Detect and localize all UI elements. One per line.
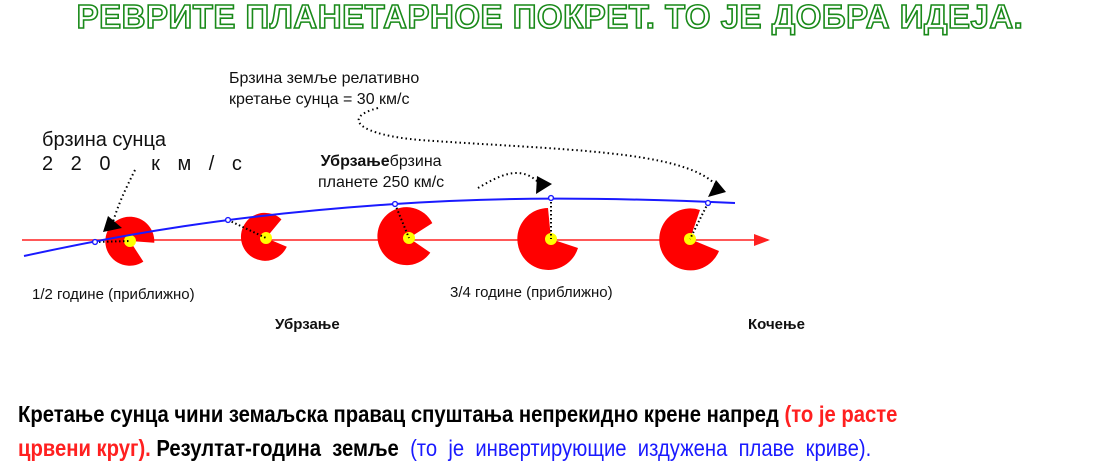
caption-line1-red: (то је расте xyxy=(784,401,898,427)
sun-speed-line-1: брзина сунца xyxy=(42,129,167,151)
sun-2 xyxy=(260,232,272,244)
earth-sun-connectors xyxy=(94,198,709,243)
earth-speed-line-2: кретање сунца = 30 км/с xyxy=(229,91,410,108)
planet-speed-line-2: планете 250 км/с xyxy=(318,174,445,191)
planet-speed-bold: Убрзање xyxy=(320,153,390,170)
caption-line2-red: црвени круг). xyxy=(18,435,157,461)
sun-1 xyxy=(124,235,136,247)
sun-speed-line-2: 2 2 0 к м / с xyxy=(42,153,248,175)
caption-line2-blue: (то је инвертирующие издужена плаве крив… xyxy=(410,435,872,461)
label-three-quarter-year: 3/4 године (приближно) xyxy=(450,284,613,301)
label-half-year: 1/2 године (приближно) xyxy=(32,286,195,303)
caption-line1-black: Кретање сунца чини земаљска правац спушт… xyxy=(18,401,785,427)
pointer-arrowheads xyxy=(103,176,726,232)
bottom-caption: Кретање сунца чини земаљска правац спушт… xyxy=(18,397,968,465)
label-acceleration: Убрзање xyxy=(275,316,340,333)
page-title: РЕВРИТЕ ПЛАНЕТАРНОЕ ПОКРЕТ. ТО ЈЕ ДОБРА … xyxy=(76,0,1024,35)
caption-line2-black: Резултат-година земље xyxy=(156,435,411,461)
annotation-pointers xyxy=(112,107,716,223)
planet-speed-annotation: Убрзањебрзина планете 250 км/с xyxy=(318,151,444,193)
earth-positions xyxy=(91,194,712,246)
earth-speed-line-1: Брзина земље релативно xyxy=(229,70,420,87)
sun-speed-annotation: брзина сунца 2 2 0 к м / с xyxy=(42,128,248,176)
planet-speed-rest: брзина xyxy=(389,153,442,170)
earth-speed-annotation: Брзина земље релативно кретање сунца = 3… xyxy=(229,68,419,110)
label-braking: Кочење xyxy=(748,316,805,333)
